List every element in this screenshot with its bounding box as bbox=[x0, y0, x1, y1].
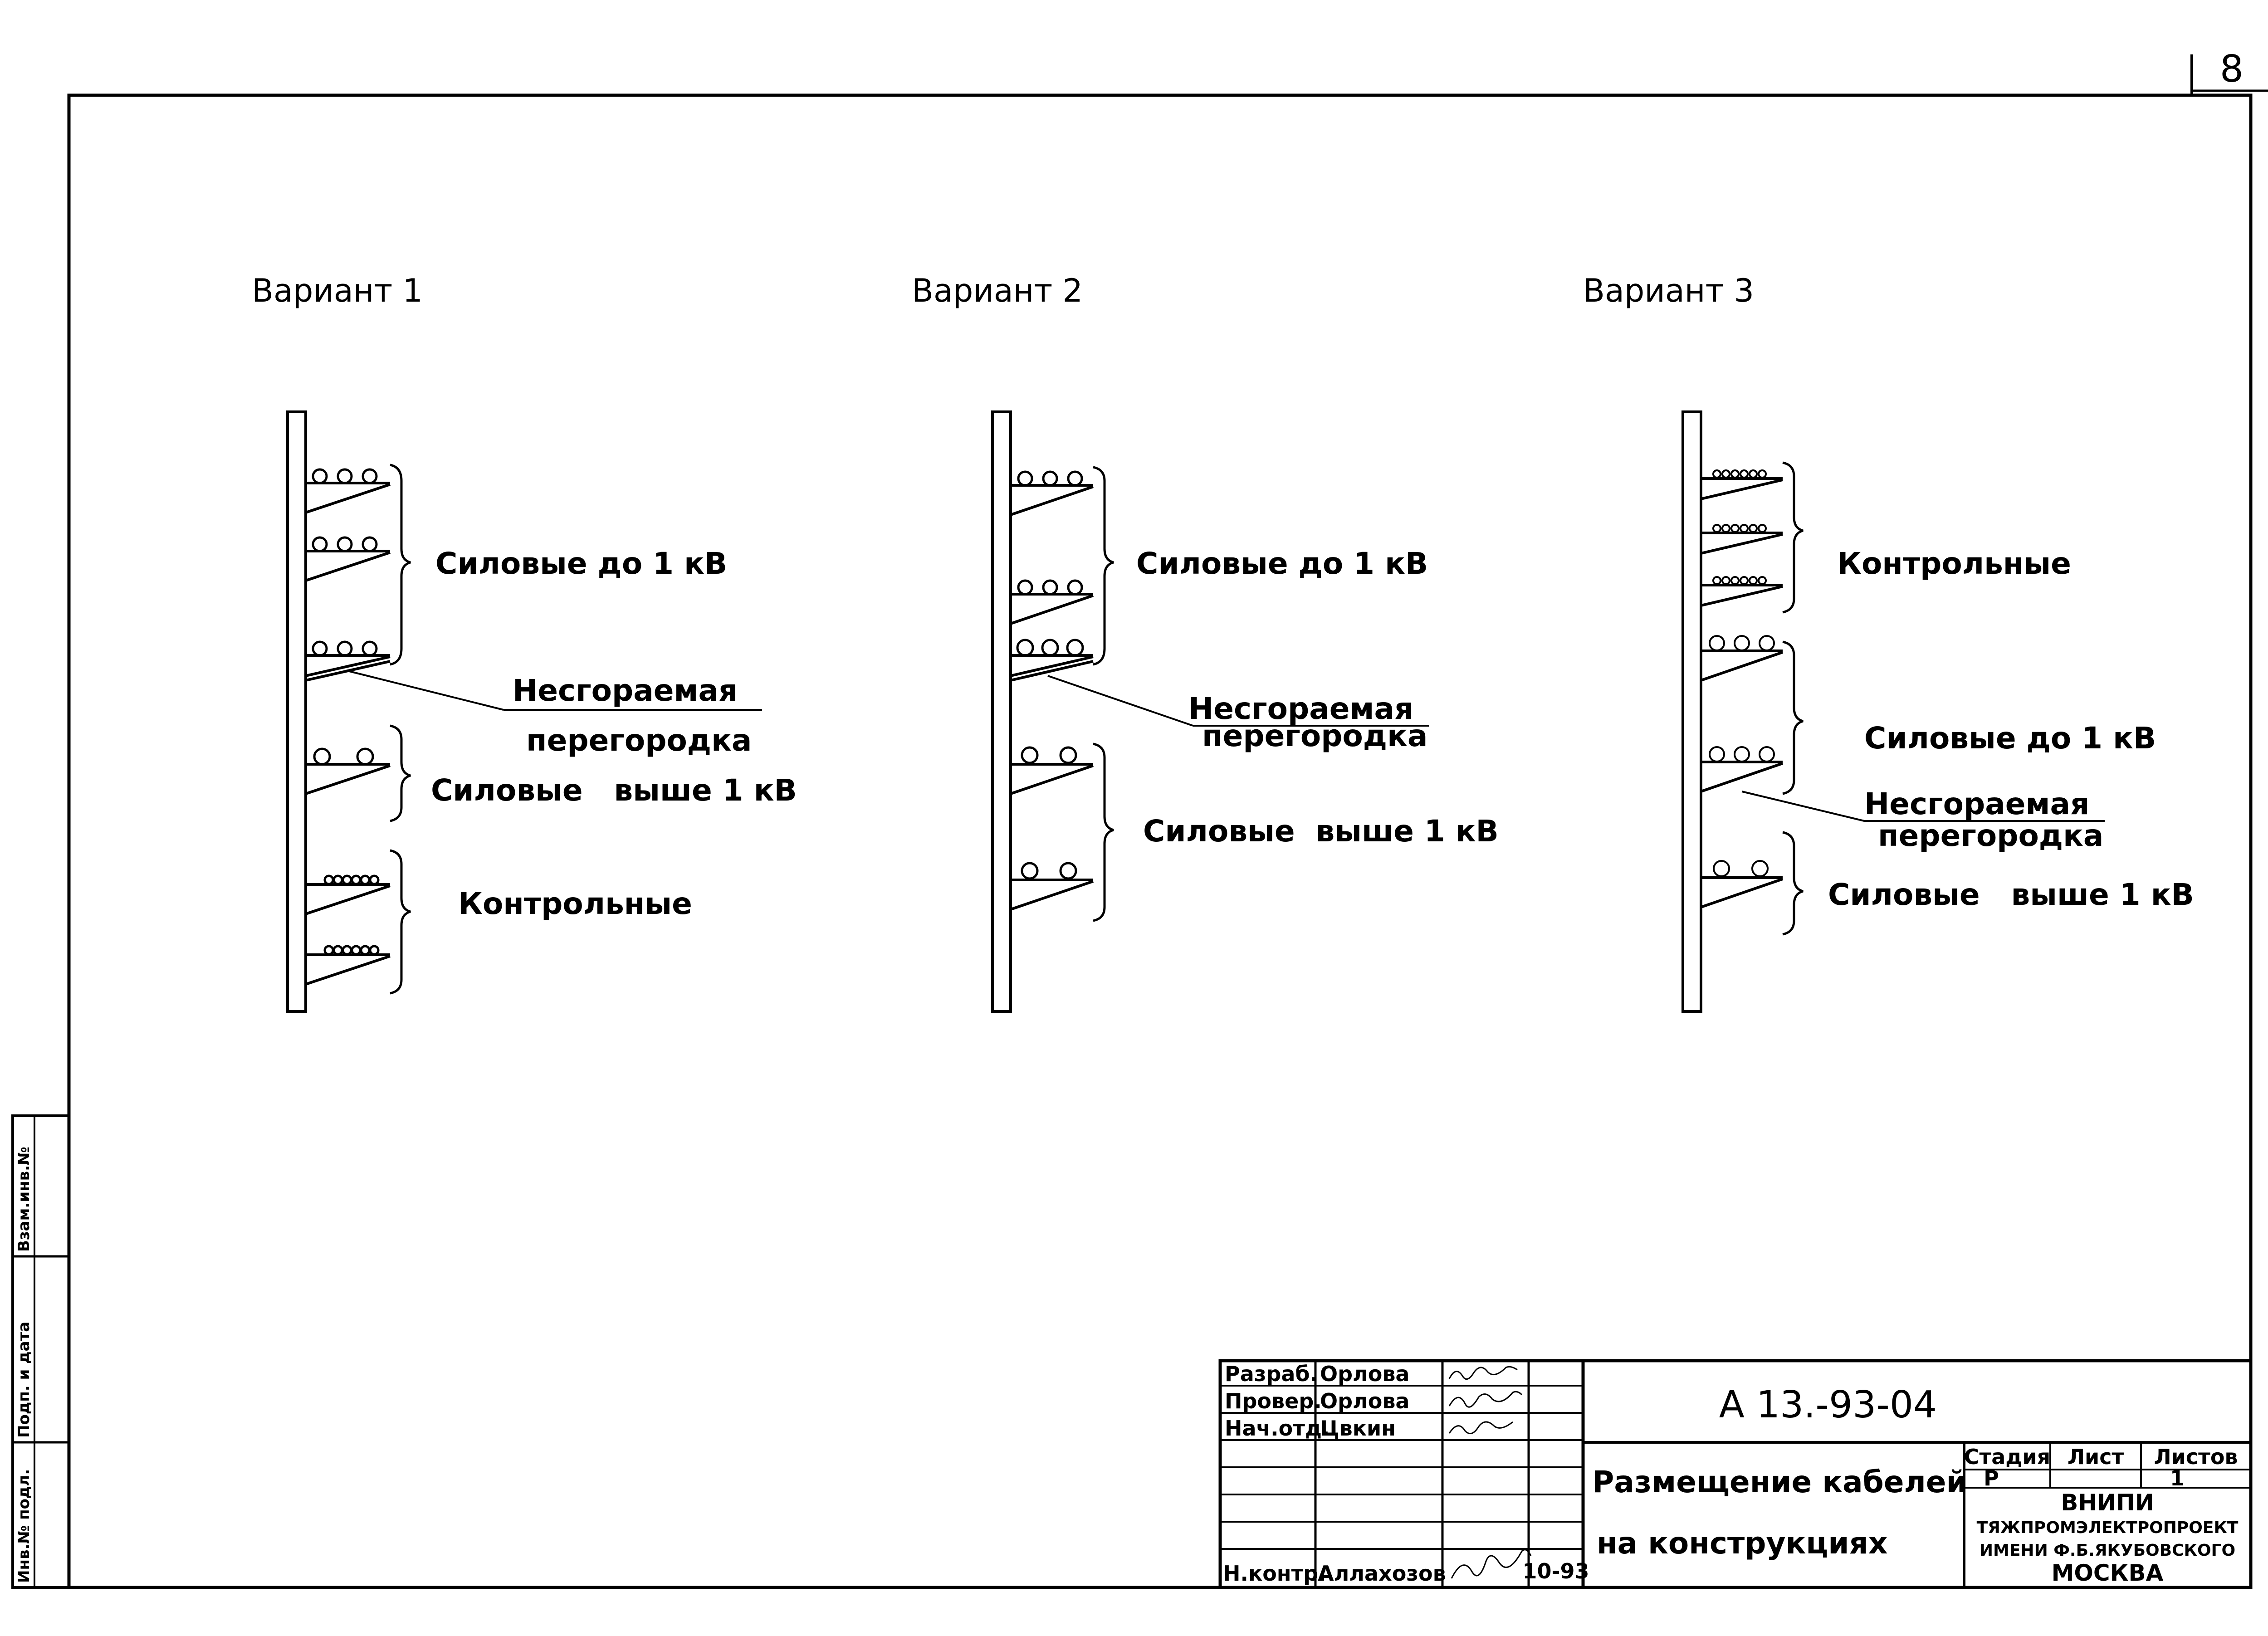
tb-sheets-header: Листов bbox=[2154, 1445, 2238, 1469]
variant-3-partition-1: Несгораемая bbox=[1864, 786, 2089, 821]
variant-1-braces bbox=[390, 464, 411, 995]
variant-1-title: Вариант 1 bbox=[252, 272, 423, 309]
variant-3: Вариант 3 Контрольные Силовые до 1 кВ bbox=[1583, 272, 2194, 1013]
side-stamp: Инв.№ подл. Подп. и дата Взам.инв.№ bbox=[11, 1114, 70, 1589]
sheet-number: 8 bbox=[2220, 48, 2244, 91]
variant-2-shelves bbox=[1010, 484, 1094, 911]
variant-2-partition-1: Несгораемая bbox=[1188, 691, 1413, 726]
variant-3-post bbox=[1681, 410, 1702, 1013]
tb-name-head: Цвкин bbox=[1320, 1416, 1396, 1441]
tb-org-line4: МОСКВА bbox=[2052, 1560, 2164, 1586]
tb-org-line1: ВНИПИ bbox=[2061, 1489, 2154, 1516]
drawing-frame bbox=[67, 93, 2253, 1589]
variant-1-partition-2: перегородка bbox=[526, 723, 752, 758]
variant-1-power-high: Силовые выше 1 кВ bbox=[431, 773, 797, 808]
variant-1-cables bbox=[312, 468, 380, 956]
tb-name-norm-control: Аллахозов bbox=[1318, 1561, 1446, 1586]
tb-role-head: Нач.отд. bbox=[1225, 1416, 1330, 1441]
variant-1-partition-1: Несгораемая bbox=[513, 673, 738, 708]
variant-3-cables bbox=[1709, 469, 1775, 877]
variant-3-power-high: Силовые выше 1 кВ bbox=[1828, 877, 2194, 912]
variant-2: Вариант 2 Силовые до 1 кВ Несгораемая пе… bbox=[912, 272, 1499, 1013]
tb-stage-header: Стадия bbox=[1964, 1445, 2050, 1469]
variant-2-braces bbox=[1093, 466, 1114, 922]
variant-3-power-low: Силовые до 1 кВ bbox=[1864, 721, 2156, 756]
variant-3-braces bbox=[1782, 461, 1804, 936]
variant-1-post bbox=[286, 410, 307, 1013]
tb-sheets-value: 1 bbox=[2170, 1466, 2185, 1490]
tb-role-norm-control: Н.контр. bbox=[1223, 1561, 1326, 1586]
side-stamp-replace: Взам.инв.№ bbox=[15, 1147, 33, 1252]
variant-1-shelves bbox=[305, 482, 391, 986]
variant-3-title: Вариант 3 bbox=[1583, 272, 1754, 309]
variant-1-power-low: Силовые до 1 кВ bbox=[435, 546, 727, 581]
variant-2-partition-2: перегородка bbox=[1202, 718, 1427, 753]
tb-title-line1: Размещение кабелей bbox=[1592, 1465, 1967, 1499]
tb-sheet-header: Лист bbox=[2068, 1445, 2124, 1469]
tb-title-line2: на конструкциях bbox=[1597, 1526, 1887, 1561]
tb-stage-value: Р bbox=[1984, 1466, 1999, 1490]
side-stamp-sign: Подп. и дата bbox=[15, 1322, 33, 1438]
variant-3-shelves bbox=[1701, 477, 1783, 908]
variant-2-power-low: Силовые до 1 кВ bbox=[1136, 546, 1428, 581]
variant-2-cables bbox=[1016, 470, 1084, 880]
variant-3-partition-2: перегородка bbox=[1878, 818, 2103, 853]
variant-1: Вариант 1 bbox=[252, 272, 797, 1013]
tb-signatures bbox=[1448, 1366, 1532, 1579]
variant-2-title: Вариант 2 bbox=[912, 272, 1083, 309]
tb-org-line3: ИМЕНИ Ф.Б.ЯКУБОВСКОГО bbox=[1980, 1541, 2235, 1560]
tb-name-checker: Орлова bbox=[1320, 1389, 1409, 1413]
tb-role-developer: Разраб. bbox=[1225, 1362, 1318, 1386]
variant-3-control: Контрольные bbox=[1837, 546, 2071, 581]
tb-name-developer: Орлова bbox=[1320, 1362, 1409, 1386]
side-stamp-inv: Инв.№ подл. bbox=[15, 1469, 33, 1583]
tb-doc-code: А 13.-93-04 bbox=[1719, 1383, 1937, 1426]
title-block: Разраб. Провер. Нач.отд. Н.контр. Орлова… bbox=[1218, 1359, 2253, 1589]
tb-date: 10-93 bbox=[1522, 1559, 1589, 1583]
variant-2-power-high: Силовые выше 1 кВ bbox=[1143, 814, 1499, 849]
tb-org-line2: ТЯЖПРОМЭЛЕКТРОПРОЕКТ bbox=[1977, 1519, 2239, 1537]
tb-role-checker: Провер. bbox=[1225, 1389, 1322, 1413]
variant-2-post bbox=[991, 410, 1012, 1013]
variant-1-control: Контрольные bbox=[458, 886, 692, 921]
